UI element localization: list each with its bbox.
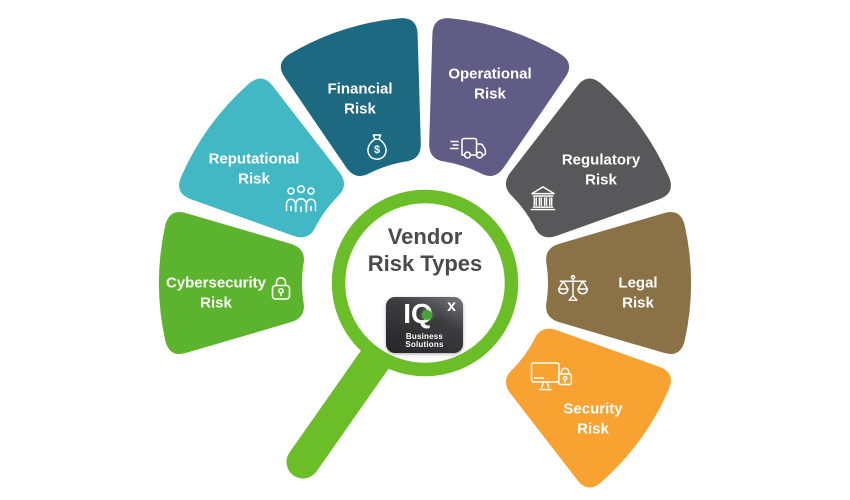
segment-wedge-financial-risk: [280, 18, 421, 177]
bank-icon: [529, 183, 558, 211]
lock-icon: [271, 275, 292, 301]
page-title: Vendor Risk Types: [368, 224, 483, 278]
monitor-lock-icon: [530, 360, 574, 394]
title-line2: Risk Types: [367, 251, 483, 276]
title-line1: Vendor: [387, 224, 463, 250]
people-icon: [283, 183, 319, 213]
delivery-truck-icon: [448, 134, 492, 160]
logo-tagline: Business Solutions: [405, 332, 444, 349]
logo-wordmark: IQ: [403, 298, 433, 329]
segment-wedge-security-risk: [505, 328, 671, 488]
segment-wedge-legal-risk: [546, 212, 692, 354]
logo-superscript-x: x: [447, 298, 456, 315]
iqx-logo: IQ x Business Solutions: [386, 297, 463, 353]
magnifier-handle: [286, 328, 402, 479]
segment-wedge-reputational-risk: [179, 78, 345, 238]
svg-text:$: $: [374, 144, 380, 156]
segment-wedge-operational-risk: [429, 18, 570, 177]
logo-green-dot: [422, 310, 432, 320]
scales-icon: [556, 274, 591, 304]
magnifier-ring: [331, 189, 519, 377]
money-bag-icon: $: [365, 132, 390, 162]
segment-wedge-cybersecurity-risk: [158, 212, 304, 354]
